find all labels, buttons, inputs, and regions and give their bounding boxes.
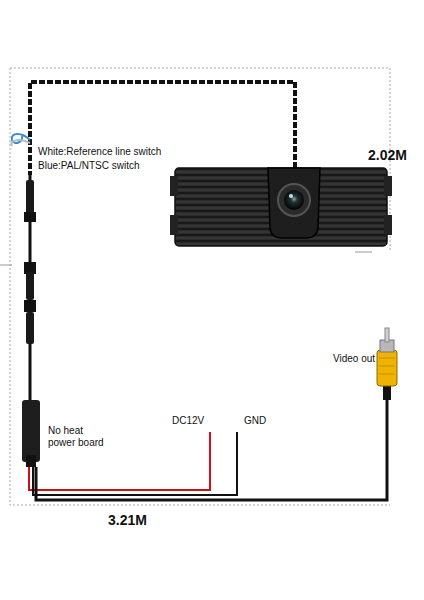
camera <box>170 168 392 246</box>
cable-connector <box>26 180 34 215</box>
part-name: No heat power board <box>48 425 112 448</box>
signal-name: Video out <box>333 353 375 365</box>
dimension: 3.21M <box>108 512 147 528</box>
signal-name: DC12V <box>172 415 204 427</box>
rca-plug <box>377 328 397 400</box>
video-cable <box>36 398 387 500</box>
power-board <box>22 400 40 462</box>
cable-connector <box>26 272 34 300</box>
dimension: 2.02M <box>368 147 407 163</box>
signal-name: GND <box>244 415 266 427</box>
wire-note: White:Reference line switch <box>38 146 161 158</box>
camera-cable <box>30 82 295 175</box>
wire-note: Blue:PAL/NTSC switch <box>38 160 140 172</box>
dimension-frame <box>10 68 390 505</box>
